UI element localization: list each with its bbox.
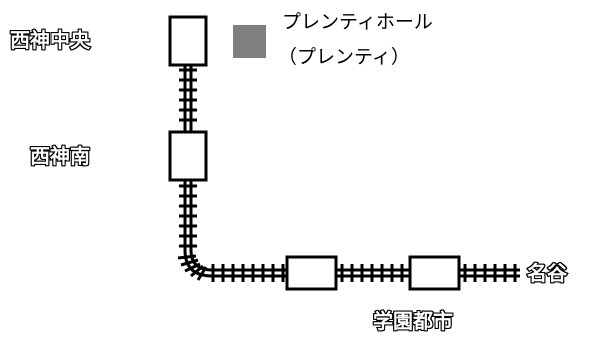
track-ties-vertical — [179, 68, 197, 248]
landmark-marker — [233, 25, 266, 58]
station-box-nishishin-minami — [168, 130, 208, 182]
station-box-4 — [408, 255, 461, 291]
station-label-nishishin-minami: 西神南 — [29, 144, 91, 168]
track-curve — [177, 249, 213, 281]
station-label-nishishin-chuo: 西神中央 — [9, 28, 91, 52]
landmark-name: プレンティホール — [282, 11, 433, 33]
track-ties-horizontal — [211, 264, 517, 282]
station-label-myodani: 名谷 — [526, 261, 568, 285]
station-label-gakuen-toshi: 学園都市 — [372, 309, 454, 333]
station-box-gakuen-toshi — [285, 255, 338, 291]
station-box-nishishin-chuo — [168, 15, 208, 67]
landmark-subname: （プレンティ） — [278, 46, 410, 68]
